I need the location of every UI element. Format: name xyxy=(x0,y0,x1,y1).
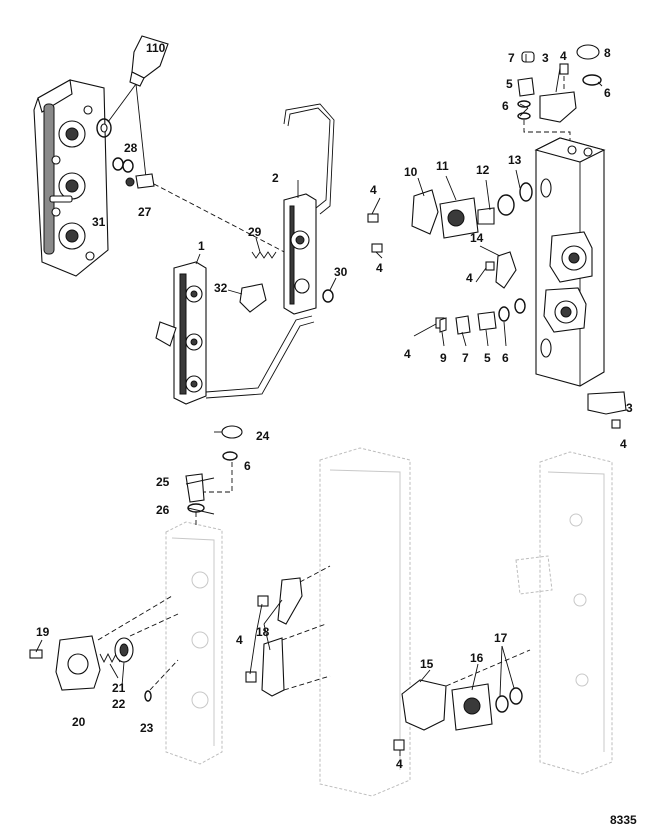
callout-4: 4 xyxy=(560,49,567,63)
callout-24: 24 xyxy=(256,429,270,443)
callout-7: 7 xyxy=(462,351,469,365)
callout-15: 15 xyxy=(420,657,434,671)
callout-25: 25 xyxy=(156,475,170,489)
vapor-separator-block xyxy=(534,137,606,387)
callout-29: 29 xyxy=(248,225,262,239)
callout-32: 32 xyxy=(214,281,228,295)
callout-3: 3 xyxy=(626,401,633,415)
callout-16: 16 xyxy=(470,651,484,665)
callout-4: 4 xyxy=(620,437,627,451)
callout-4: 4 xyxy=(376,261,383,275)
callout-27: 27 xyxy=(138,205,152,219)
callout-6: 6 xyxy=(502,351,509,365)
callout-14: 14 xyxy=(470,231,484,245)
callout-12: 12 xyxy=(476,163,490,177)
clip-32 xyxy=(239,283,267,313)
callout-5: 5 xyxy=(506,77,513,91)
sealant-tube: 110 xyxy=(129,35,169,87)
fitting-27 xyxy=(135,173,155,189)
callout-28: 28 xyxy=(124,141,138,155)
callout-19: 19 xyxy=(36,625,50,639)
callout-9: 9 xyxy=(440,351,447,365)
callout-18: 18 xyxy=(256,625,270,639)
figure-number: 8335 xyxy=(610,813,637,827)
cylinder-head-cover xyxy=(33,79,109,277)
callout-20: 20 xyxy=(72,715,86,729)
callout-6: 6 xyxy=(604,86,611,100)
callout-30: 30 xyxy=(334,265,348,279)
callout-10: 10 xyxy=(404,165,418,179)
callout-6: 6 xyxy=(244,459,251,473)
callout-8: 8 xyxy=(604,46,611,60)
callout-5: 5 xyxy=(484,351,491,365)
fuel-rail-assembly xyxy=(155,103,335,405)
callout-13: 13 xyxy=(508,153,522,167)
ghost-housings xyxy=(165,447,613,797)
callout-4: 4 xyxy=(236,633,243,647)
callout-11: 11 xyxy=(436,159,449,173)
callout-labels: 7 4 8 3 5 6 6 10 11 12 13 4 4 14 4 4 9 7… xyxy=(36,46,633,771)
callout-4: 4 xyxy=(466,271,473,285)
callout-23: 23 xyxy=(140,721,154,735)
callout-21: 21 xyxy=(112,681,126,695)
callout-3: 3 xyxy=(542,51,549,65)
callout-6: 6 xyxy=(502,99,509,113)
callout-31: 31 xyxy=(92,215,106,229)
tube-label: 110 xyxy=(146,41,166,55)
callout-1: 1 xyxy=(198,239,205,253)
callout-2: 2 xyxy=(272,171,279,185)
callout-17: 17 xyxy=(494,631,508,645)
callout-22: 22 xyxy=(112,697,126,711)
callout-7: 7 xyxy=(508,51,515,65)
callout-4: 4 xyxy=(396,757,403,771)
callout-4: 4 xyxy=(404,347,411,361)
seal-31 xyxy=(96,118,112,138)
callout-4: 4 xyxy=(370,183,377,197)
leader-lines xyxy=(35,54,603,756)
callout-26: 26 xyxy=(156,503,170,517)
